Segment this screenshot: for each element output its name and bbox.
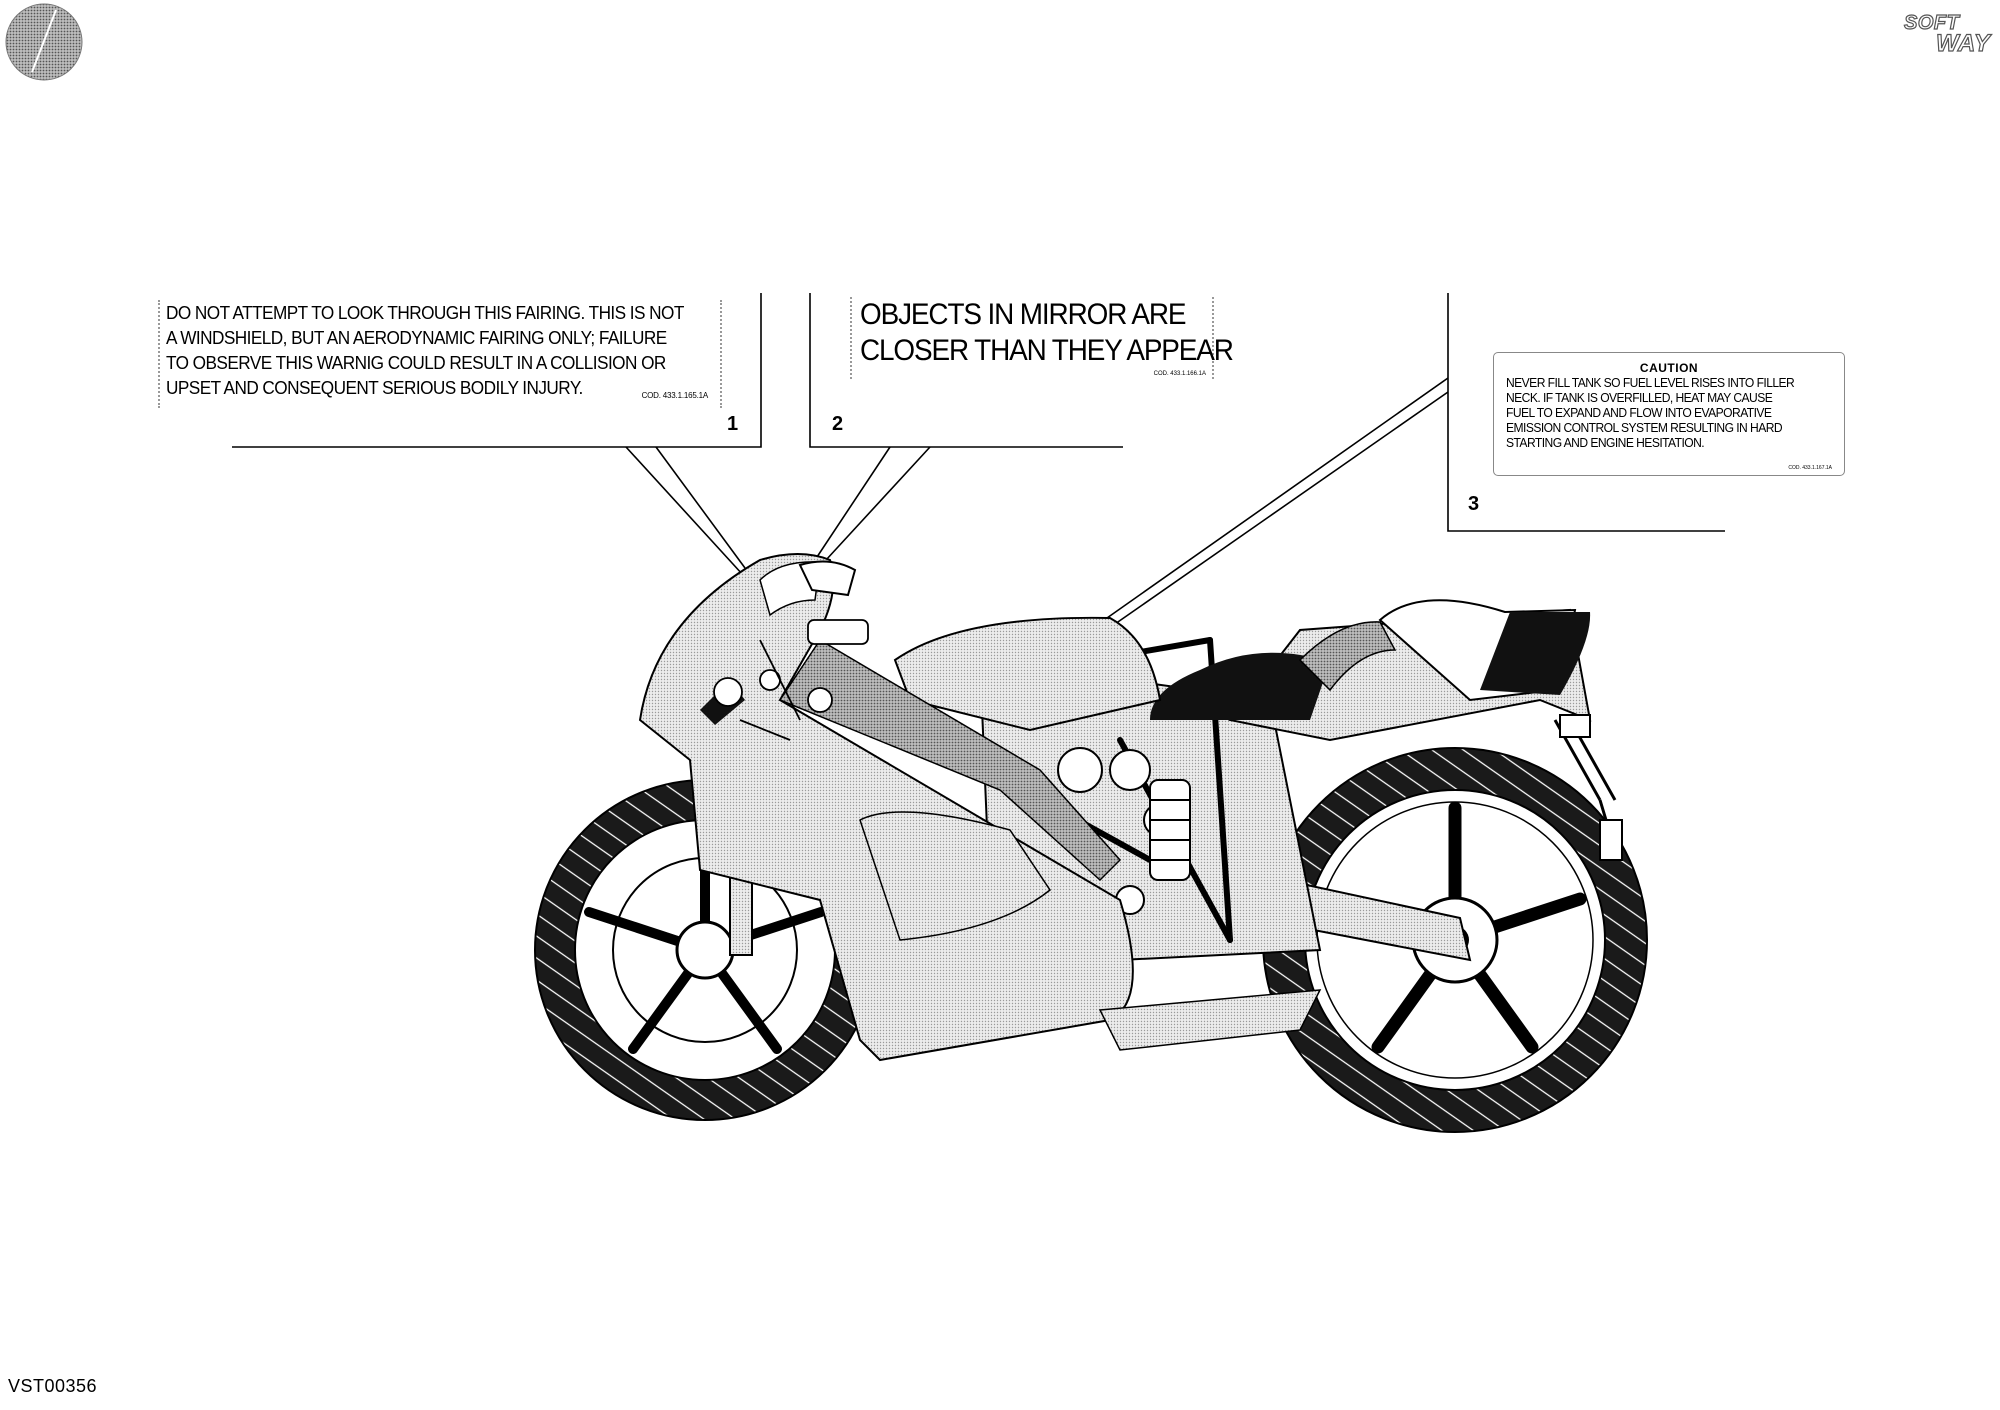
fuel-caution-line: EMISSION CONTROL SYSTEM RESULTING IN HAR… xyxy=(1506,420,1783,435)
fuel-caution-title: CAUTION xyxy=(1639,361,1699,375)
fuel-caution-line: NEVER FILL TANK SO FUEL LEVEL RISES INTO… xyxy=(1506,375,1795,390)
mirror-warning-line: CLOSER THAN THEY APPEAR xyxy=(860,334,1234,367)
fairing-warning-line: A WINDSHIELD, BUT AN AERODYNAMIC FAIRING… xyxy=(166,327,667,348)
leader-lines-1 xyxy=(232,293,762,576)
fuel-caution-line: NECK. IF TANK IS OVERFILLED, HEAT MAY CA… xyxy=(1506,390,1773,405)
fuel-caution-decal: CAUTION NEVER FILL TANK SO FUEL LEVEL RI… xyxy=(1493,352,1845,476)
fairing-warning-code: Cod. 433.1.165.1A xyxy=(641,391,709,400)
callout-3: 3 xyxy=(1468,493,1480,515)
fuel-tank xyxy=(893,616,1162,732)
mirror-warning-code: Cod. 433.1.166.1A xyxy=(1153,371,1206,377)
fairing-warning-line: DO NOT ATTEMPT TO LOOK THROUGH THIS FAIR… xyxy=(166,302,684,323)
brand-logo-line1: SOFT xyxy=(1903,11,1960,34)
mirror-warning-line: OBJECTS IN MIRROR ARE xyxy=(860,298,1186,331)
fairing-warning-decal: DO NOT ATTEMPT TO LOOK THROUGH THIS FAIR… xyxy=(158,300,722,408)
leader-lines-3 xyxy=(1106,293,1725,625)
callout-2: 2 xyxy=(832,413,844,435)
brand-logo-line2: WAY xyxy=(1935,29,1991,57)
document-code: VST00356 xyxy=(8,1376,98,1396)
fairing-warning-line: TO OBSERVE THIS WARNIG COULD RESULT IN A… xyxy=(166,352,666,373)
fuel-caution-code: Cod. 433.1.167.1A xyxy=(1788,465,1832,471)
leader-lines-2 xyxy=(809,293,1123,564)
license-bracket xyxy=(1553,714,1623,861)
cockpit-details xyxy=(713,619,869,741)
brand-logo: SOFT WAY xyxy=(1900,11,1992,62)
callout-1: 1 xyxy=(727,413,739,435)
fuel-caution-line: FUEL TO EXPAND AND FLOW INTO EVAPORATIVE xyxy=(1506,405,1772,420)
fairing-warning-line: UPSET AND CONSEQUENT SERIOUS BODILY INJU… xyxy=(166,377,583,398)
tail-section xyxy=(1150,599,1592,742)
fuel-caution-line: STARTING AND ENGINE HESITATION. xyxy=(1506,435,1705,450)
mirror-warning-decal: OBJECTS IN MIRROR ARE CLOSER THAN THEY A… xyxy=(850,297,1234,379)
